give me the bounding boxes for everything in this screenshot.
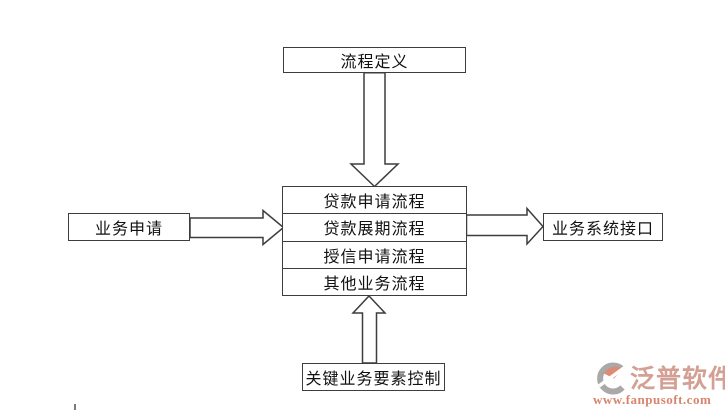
business-system-interface-label: 业务系统接口	[551, 221, 654, 238]
stack-row-label: 授信申请流程	[323, 248, 426, 266]
key-business-element-control-box: 关键业务要素控制	[302, 363, 445, 391]
fanpu-logo: 泛普软件 www.fanpusoft.com	[592, 358, 725, 410]
fanpu-logo-text: 泛普软件	[630, 366, 725, 393]
fanpu-website-url: www.fanpusoft.com	[593, 392, 712, 407]
business-application-label: 业务申请	[94, 221, 163, 238]
down-arrow	[349, 72, 400, 188]
process-definition-box: 流程定义	[283, 47, 466, 73]
center-to-right-arrow	[465, 206, 545, 246]
process-definition-label: 流程定义	[340, 54, 409, 71]
stack-row-loan-extension: 贷款展期流程	[283, 213, 466, 240]
business-application-box: 业务申请	[68, 213, 190, 241]
up-arrow	[351, 294, 387, 364]
stack-row-label: 贷款展期流程	[323, 221, 426, 239]
stack-row-label: 贷款申请流程	[323, 194, 426, 212]
stack-row-credit-application: 授信申请流程	[283, 240, 466, 268]
left-to-center-arrow	[189, 208, 285, 247]
stack-row-label: 其他业务流程	[323, 275, 426, 293]
stack-row-other-business: 其他业务流程	[283, 267, 466, 295]
key-business-element-control-label: 关键业务要素控制	[305, 371, 442, 388]
fanpu-swirl-icon	[597, 362, 630, 395]
business-system-interface-box: 业务系统接口	[543, 213, 663, 241]
stack-row-loan-application: 贷款申请流程	[283, 187, 466, 213]
process-stack: 贷款申请流程 贷款展期流程 授信申请流程 其他业务流程	[282, 186, 467, 296]
stray-tick-mark	[74, 404, 76, 410]
